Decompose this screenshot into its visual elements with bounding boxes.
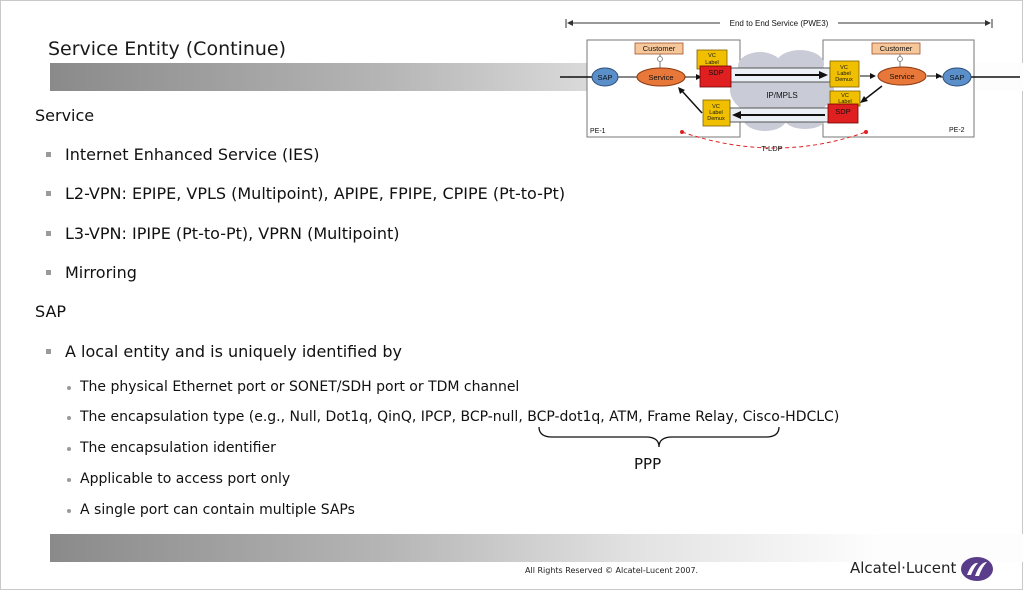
svg-text:Customer: Customer [880, 44, 913, 53]
svg-text:Service: Service [889, 72, 914, 81]
svg-text:SAP: SAP [597, 73, 612, 82]
service-bullet-ies: Internet Enhanced Service (IES) [46, 145, 320, 164]
pe2-vc-demux [829, 60, 860, 88]
svg-text:Label: Label [838, 99, 851, 105]
sap-subbullet-encap-id: The encapsulation identifier [67, 440, 276, 456]
svg-text:Label: Label [705, 60, 718, 66]
pe2-service [877, 66, 927, 86]
svg-text:SDP: SDP [708, 68, 723, 77]
pe2-label: PE-2 [949, 127, 965, 134]
svg-text:VC: VC [708, 53, 716, 59]
svg-text:Label: Label [837, 71, 850, 77]
ppp-brace [538, 426, 780, 448]
svg-text:VC: VC [840, 65, 848, 71]
pe1-label: PE-1 [590, 128, 606, 135]
service-heading: Service [35, 106, 95, 125]
sap-subbullet-port: The physical Ethernet port or SONET/SDH … [66, 379, 520, 395]
svg-text:VC: VC [712, 104, 720, 110]
sap-subbullet-multiple: A single port can contain multiple SAPs [67, 502, 355, 518]
svg-text:SDP: SDP [835, 107, 850, 116]
slide-title: Service Entity (Continue) [48, 38, 287, 60]
svg-text:Service: Service [648, 73, 673, 82]
e2e-label: End to End Service (PWE3) [730, 19, 829, 28]
footer-band [50, 534, 1023, 562]
brand-name: Alcatel·Lucent [850, 559, 957, 577]
svg-text:Demux: Demux [835, 77, 853, 83]
pwe3-diagram: End to End Service (PWE3) PE-1 PE-2 IP/M… [560, 19, 1020, 153]
sap-subbullet-access-port: Applicable to access port only [66, 471, 291, 487]
tldp-label: T-LDP [761, 144, 782, 153]
alcatel-lucent-logo-icon [961, 557, 993, 581]
service-bullet-mirroring: Mirroring [46, 263, 137, 282]
service-bullet-l2vpn: L2-VPN: EPIPE, VPLS (Multipoint), APIPE,… [45, 184, 566, 203]
svg-text:Customer: Customer [643, 44, 676, 53]
service-bullet-l3vpn: L3-VPN: IPIPE (Pt-to-Pt), VPRN (Multipoi… [45, 224, 400, 243]
pe1-sap [591, 67, 619, 87]
pe2-sdp [827, 103, 859, 124]
pe2-sap [942, 67, 972, 87]
svg-text:SAP: SAP [949, 73, 964, 82]
sap-heading: SAP [35, 302, 67, 321]
ppp-label: PPP [634, 455, 662, 473]
pe1-customer [634, 42, 684, 55]
pe1-sdp [699, 65, 732, 88]
pe2-customer [871, 42, 921, 55]
ip-mpls-label: IP/MPLS [766, 91, 798, 100]
tldp-session [681, 131, 867, 149]
svg-text:Label: Label [709, 110, 722, 116]
svg-text:VC: VC [841, 93, 849, 99]
copyright-text: All Rights Reserved © Alcatel-Lucent 200… [525, 566, 699, 575]
pe1-vc-demux [702, 99, 731, 127]
sap-bullet: A local entity and is uniquely identifie… [46, 342, 402, 361]
sap-subbullet-encap-type: The encapsulation type (e.g., Null, Dot1… [66, 409, 840, 425]
svg-text:Demux: Demux [707, 116, 725, 122]
